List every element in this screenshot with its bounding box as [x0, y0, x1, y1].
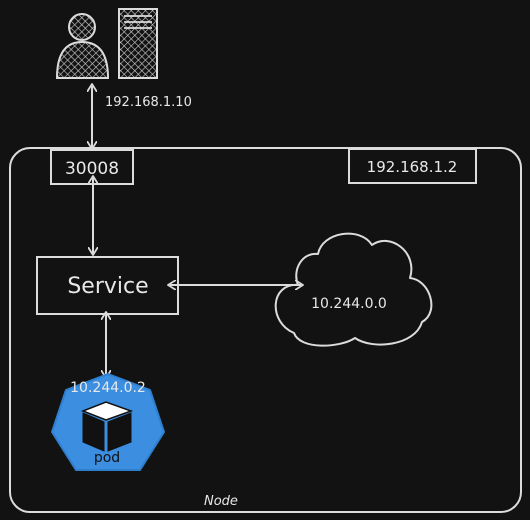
pod-cube-icon	[80, 401, 134, 452]
user-icon	[55, 13, 110, 79]
pod-network-cidr-label: 10.244.0.0	[311, 296, 387, 312]
service-label: Service	[67, 274, 148, 299]
client-ip-label: 192.168.1.10	[105, 95, 192, 110]
node-label: Node	[204, 494, 238, 509]
node-box	[9, 147, 522, 513]
node-port-label: 30008	[65, 159, 119, 179]
node-ip-label: 192.168.1.2	[367, 158, 458, 176]
pod-network-cloud	[274, 232, 433, 347]
server-icon	[118, 8, 158, 79]
node-ip-box	[348, 148, 477, 184]
pod-label: pod	[94, 450, 120, 466]
pod-ip-label: 10.244.0.2	[70, 380, 146, 396]
